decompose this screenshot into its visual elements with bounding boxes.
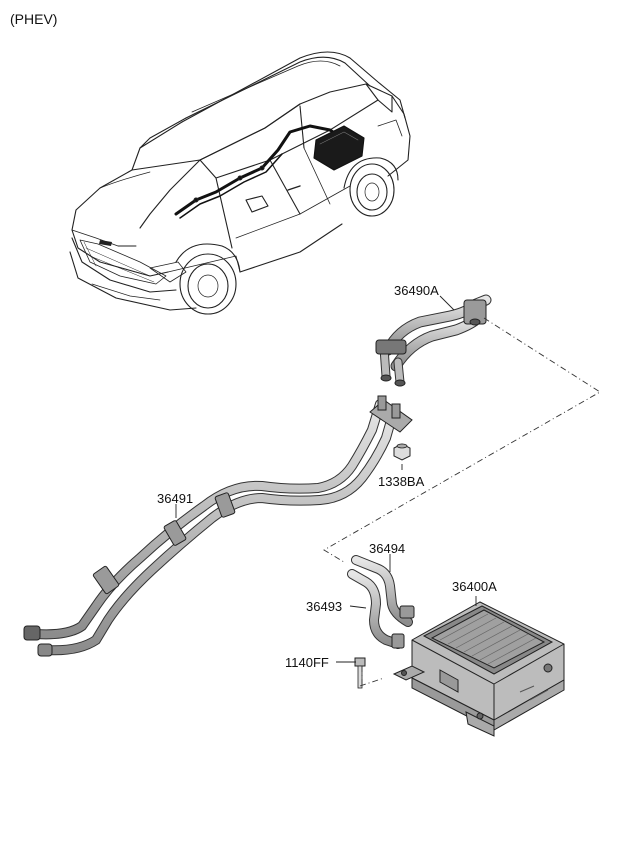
leader-lines (175, 295, 477, 663)
hose-36493 (347, 569, 405, 649)
part-label-1338BA[interactable]: 1338BA (378, 474, 425, 489)
hose-36494 (351, 555, 415, 627)
part-label-1140FF[interactable]: 1140FF (285, 655, 329, 670)
part-label-36493[interactable]: 36493 (306, 599, 343, 614)
variant-label: (PHEV) (10, 11, 58, 27)
hose-assembly-36490A (375, 294, 492, 387)
vehicle-illustration (69, 51, 411, 315)
nut-1338BA (393, 443, 411, 461)
part-label-36400A[interactable]: 36400A (452, 579, 497, 594)
part-label-36494[interactable]: 36494 (369, 541, 406, 556)
part-label-36491[interactable]: 36491 (157, 491, 194, 506)
hose-assembly-36491 (23, 395, 413, 657)
bolt-1140FF (354, 657, 366, 689)
dashed-reference-lines (323, 317, 601, 687)
on-board-charger-36400A (392, 601, 565, 737)
part-label-36490A[interactable]: 36490A (394, 283, 439, 298)
